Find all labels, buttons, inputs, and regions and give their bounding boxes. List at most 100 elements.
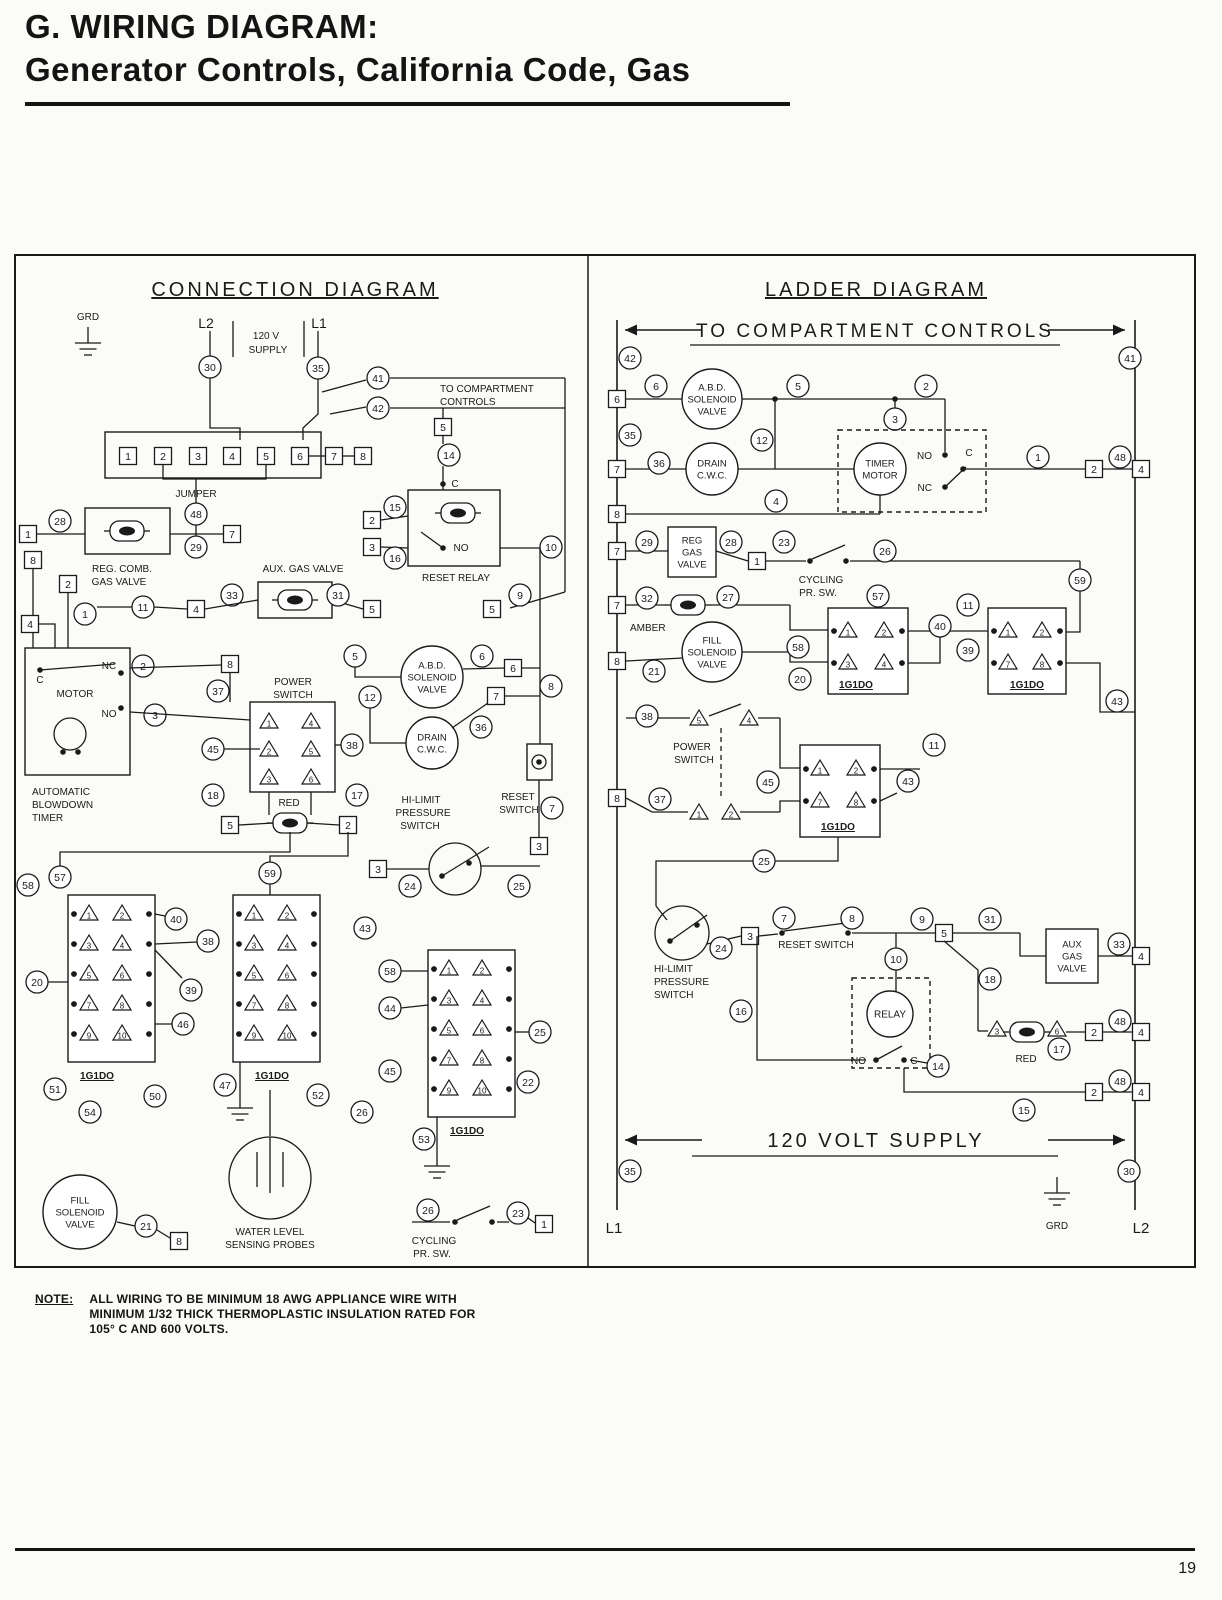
- wire: [625, 797, 688, 813]
- wire-number-circle-48: [1108, 1069, 1132, 1093]
- diagram-label: CONTROLS: [440, 397, 496, 408]
- junction-dot: [831, 628, 837, 634]
- wire-number-circle-50: [143, 1084, 167, 1108]
- diagram-label: PRESSURE: [654, 977, 709, 988]
- ladder-drain-cwc-label: C.W.C.: [697, 471, 727, 482]
- pin-triangle-1: [809, 758, 831, 776]
- drain-cwc: [405, 716, 459, 770]
- wire-number-9: 9: [517, 590, 523, 602]
- pin-triangle-7: [809, 790, 831, 808]
- wire-number-circle-43: [1105, 689, 1129, 713]
- wire-number-12: 12: [364, 692, 376, 704]
- ladder-diagram-title: LADDER DIAGRAM: [765, 279, 987, 301]
- wire-number-circle-48: [1108, 445, 1132, 469]
- ladder-red-lamp-label: RED: [1015, 1054, 1036, 1065]
- wire-number-25: 25: [758, 856, 770, 868]
- ladder-block-c-label: 1G1DO: [821, 822, 855, 833]
- pin-triangle-6: [111, 963, 133, 981]
- pin-triangle-8: [276, 993, 298, 1011]
- terminal-number-5: 5: [227, 820, 233, 832]
- diagram-label: GAS VALVE: [92, 577, 147, 588]
- arrowhead-icon: [625, 1134, 637, 1146]
- wire-number-26: 26: [879, 546, 891, 558]
- terminal-square-1: [118, 446, 138, 466]
- terminal-square-6: [607, 389, 627, 409]
- wire-number-35: 35: [312, 363, 324, 375]
- hi-limit-pressure-switch-label: HI-LIMIT: [402, 795, 441, 806]
- wire-number-20: 20: [31, 977, 43, 989]
- wire: [238, 822, 274, 826]
- wire-number-33: 33: [1113, 939, 1125, 951]
- pin-triangle-1: [258, 711, 280, 729]
- wire-number-32: 32: [641, 593, 653, 605]
- cycling-pr-sw-label: CYCLING: [412, 1236, 457, 1247]
- wire: [783, 922, 847, 932]
- wire-number-circle-32: [635, 586, 659, 610]
- wire-number-circle-46: [171, 1012, 195, 1036]
- wire: [779, 718, 800, 769]
- note-line: 105° C AND 600 VOLTS.: [89, 1322, 229, 1336]
- wire-number-circle-53: [412, 1127, 436, 1151]
- note-line: MINIMUM 1/32 THICK THERMOPLASTIC INSULAT…: [89, 1307, 476, 1321]
- junction-dot: [831, 660, 837, 666]
- relay-label: RELAY: [874, 1010, 906, 1021]
- pin-number-2: 2: [854, 767, 859, 776]
- wire-number-circle-21: [642, 659, 666, 683]
- pin-triangle-7: [438, 1048, 460, 1066]
- junction-dot: [146, 1001, 152, 1007]
- wire-number-15: 15: [389, 502, 401, 514]
- note-label: NOTE:: [35, 1292, 74, 1306]
- note-line: ALL WIRING TO BE MINIMUM 18 AWG APPLIANC…: [89, 1292, 457, 1306]
- terminal-square-1: [534, 1214, 554, 1234]
- wire-number-circle-36: [469, 715, 493, 739]
- ladder-fill-solenoid-valve-label: FILL: [702, 636, 721, 647]
- ladder-reg-gas-valve-label: REG: [682, 536, 703, 547]
- pin-triangle-8: [471, 1048, 493, 1066]
- junction-dot: [146, 941, 152, 947]
- wire-number-circle-8: [840, 906, 864, 930]
- wire-number-circle-59: [1068, 568, 1092, 592]
- wire-number-3: 3: [892, 414, 898, 426]
- diagram-label: BLOWDOWN: [32, 800, 93, 811]
- wire-number-circle-26: [416, 1198, 440, 1222]
- wire: [302, 379, 319, 440]
- ladder-block-b-label: 1G1DO: [1010, 680, 1044, 691]
- junction-dot: [440, 481, 446, 487]
- wire-number-circle-35: [618, 1159, 642, 1183]
- wire: [451, 702, 489, 729]
- reset-switch-label: RESET: [501, 792, 534, 803]
- wire-number-circle-57: [48, 865, 72, 889]
- terminal-square-4: [186, 599, 206, 619]
- ladder-aux-gas-valve-label: VALVE: [1057, 964, 1086, 975]
- pin-number-3: 3: [252, 942, 257, 951]
- terminal-square-5: [482, 599, 502, 619]
- pin-number-1: 1: [87, 912, 92, 921]
- arrowhead-icon: [625, 324, 637, 336]
- terminal-number-2: 2: [345, 820, 351, 832]
- wire-number-circle-28: [719, 530, 743, 554]
- wire-number-30: 30: [204, 362, 216, 374]
- junction-dot: [803, 798, 809, 804]
- wire-number-46: 46: [177, 1019, 189, 1031]
- diagram-label: PR. SW.: [413, 1249, 451, 1260]
- pin-number-5: 5: [252, 972, 257, 981]
- pin-triangle-5: [78, 963, 100, 981]
- pin-triangle-1: [243, 903, 265, 921]
- wire-number-circle-9: [910, 907, 934, 931]
- wire: [456, 1205, 491, 1221]
- ladder-abd-solenoid-valve-label: A.B.D.: [698, 383, 725, 394]
- wire-number-circle-35: [618, 423, 642, 447]
- diagram-label: PR. SW.: [799, 588, 837, 599]
- pin-number-6: 6: [309, 776, 314, 785]
- header-rule: [25, 102, 790, 106]
- wire-number-21: 21: [140, 1221, 152, 1233]
- wire: [879, 792, 898, 802]
- wire-number-circle-52: [306, 1083, 330, 1107]
- pin-number-2: 2: [285, 912, 290, 921]
- automatic-blowdown-timer-label: AUTOMATIC: [32, 787, 90, 798]
- wire-number-circle-29: [635, 530, 659, 554]
- junction-dot: [311, 1031, 317, 1037]
- terminal-square-3: [368, 859, 388, 879]
- wire-number-circle-23: [506, 1201, 530, 1225]
- wire-number-circle-37: [206, 679, 230, 703]
